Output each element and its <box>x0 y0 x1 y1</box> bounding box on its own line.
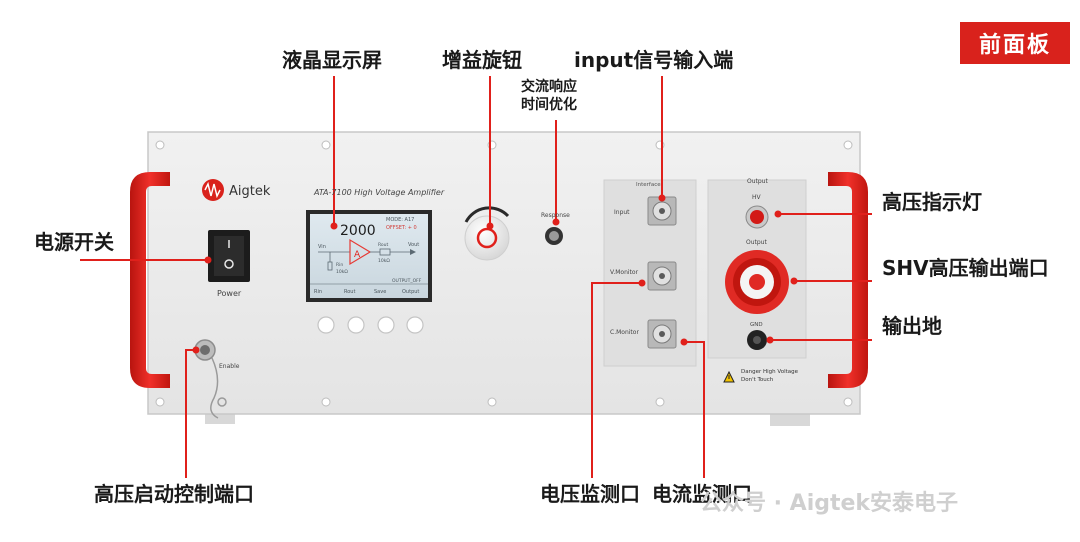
softkey-button-3[interactable] <box>377 316 395 334</box>
gnd-label: GND <box>750 322 763 328</box>
output-label: Output <box>746 239 767 246</box>
panel-screws <box>155 140 853 407</box>
lcd-vout: Vout <box>408 242 419 248</box>
interface-label: Interface <box>636 182 661 188</box>
danger-line1: Danger High Voltage <box>741 369 799 375</box>
watermark: 公众号 · Aigtek安泰电子 <box>700 491 959 516</box>
aigtek-logo <box>202 179 224 201</box>
callout-lcd: 液晶显示屏 <box>282 48 382 72</box>
lcd-amp: A <box>354 250 361 260</box>
lcd-value: 2000 <box>340 223 376 239</box>
lcd-rin: Rin <box>336 262 343 268</box>
lcd-mode: MODE: A17 <box>386 217 414 223</box>
gnd-terminal[interactable] <box>747 330 767 350</box>
callout-ac-line2: 时间优化 <box>521 97 577 113</box>
input-label: Input <box>614 209 630 216</box>
lcd-screen <box>306 210 432 302</box>
lcd-rout-val: 10kΩ <box>378 258 390 264</box>
lcd-rout: Rout <box>378 242 389 248</box>
callout-power-switch: 电源开关 <box>34 230 114 254</box>
callout-cmon: 电流监测口 <box>652 482 752 506</box>
connector-chain <box>210 357 227 419</box>
response-label: Response <box>541 212 570 219</box>
enable-label: Enable <box>219 363 240 370</box>
model-text: ATA-7100 High Voltage Amplifier <box>313 188 445 197</box>
callout-ac-line1: 交流响应 <box>521 79 577 95</box>
softkey-button-4[interactable] <box>406 316 424 334</box>
response-knob[interactable] <box>545 227 563 245</box>
callout-input: input信号输入端 <box>574 48 734 72</box>
lcd-softkey-4: Output <box>402 289 419 295</box>
callout-gnd: 输出地 <box>882 314 942 338</box>
warning-icon <box>723 370 735 383</box>
vmonitor-bnc-connector[interactable] <box>647 261 677 291</box>
callout-shv: SHV高压输出端口 <box>882 256 1049 280</box>
handle-right <box>828 172 868 388</box>
lcd-rin-val: 10kΩ <box>336 269 348 275</box>
shv-output-connector[interactable] <box>725 250 789 314</box>
lcd-softkey-1: Rin <box>314 289 322 295</box>
callout-hv-indicator: 高压指示灯 <box>882 190 982 214</box>
callout-hv-enable: 高压启动控制端口 <box>94 482 254 506</box>
danger-line2: Don't Touch <box>741 377 774 383</box>
hv-label: HV <box>752 194 762 201</box>
lcd-offset: OFFSET: + 0 <box>386 225 417 231</box>
softkey-button-1[interactable] <box>317 316 335 334</box>
output-title: Output <box>747 178 768 185</box>
softkey-button-2[interactable] <box>347 316 365 334</box>
cmonitor-label: C.Monitor <box>610 329 639 336</box>
hv-indicator-lamp <box>745 205 769 229</box>
input-bnc-connector[interactable] <box>647 196 677 226</box>
cmonitor-bnc-connector[interactable] <box>647 319 677 349</box>
power-switch[interactable] <box>208 230 250 282</box>
lcd-status: OUTPUT_OFF <box>392 278 422 284</box>
handle-left <box>130 172 170 388</box>
vmonitor-label: V.Monitor <box>610 269 639 276</box>
brand-text: Aigtek <box>229 184 271 199</box>
front-panel-badge: 前面板 <box>960 22 1070 64</box>
lcd-softkey-3: Save <box>374 289 386 295</box>
callout-vmon: 电压监测口 <box>540 482 640 506</box>
lcd-softkey-2: Rout <box>344 289 355 295</box>
power-label: Power <box>217 289 242 298</box>
lcd-vin: Vin <box>318 244 326 250</box>
gain-knob[interactable] <box>464 206 510 261</box>
callout-dots <box>192 194 798 354</box>
callout-gain: 增益旋钮 <box>442 48 522 72</box>
